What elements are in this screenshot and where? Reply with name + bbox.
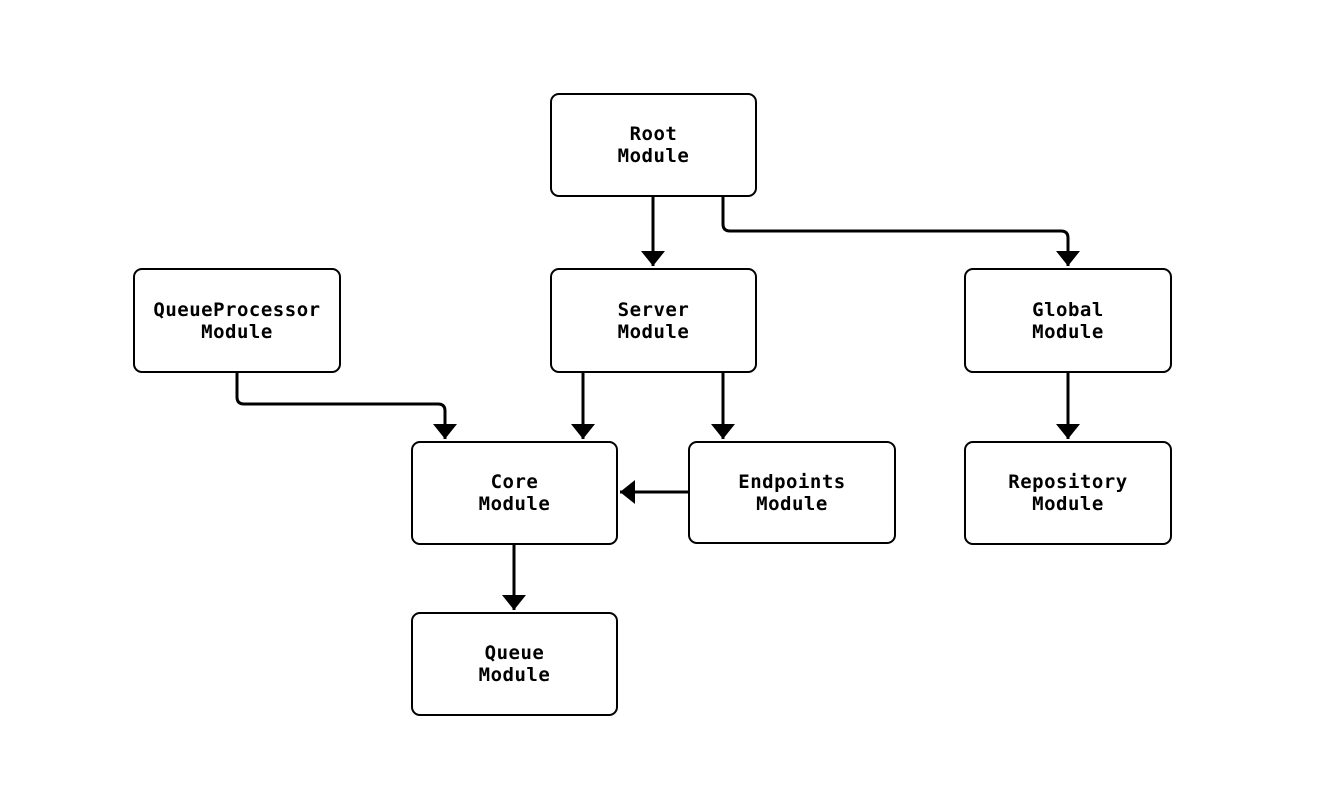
edges-group bbox=[235, 197, 1080, 610]
node-queue: Queue Module bbox=[411, 612, 618, 716]
edge-root-global bbox=[721, 197, 1080, 266]
node-core: Core Module bbox=[411, 441, 618, 545]
node-global: Global Module bbox=[964, 268, 1172, 373]
node-root: Root Module bbox=[550, 93, 757, 197]
node-repository: Repository Module bbox=[964, 441, 1172, 545]
edge-queueprocessor-core bbox=[235, 373, 457, 439]
node-server: Server Module bbox=[550, 268, 757, 373]
node-queueprocessor: QueueProcessor Module bbox=[133, 268, 341, 373]
node-endpoints: Endpoints Module bbox=[688, 441, 896, 544]
